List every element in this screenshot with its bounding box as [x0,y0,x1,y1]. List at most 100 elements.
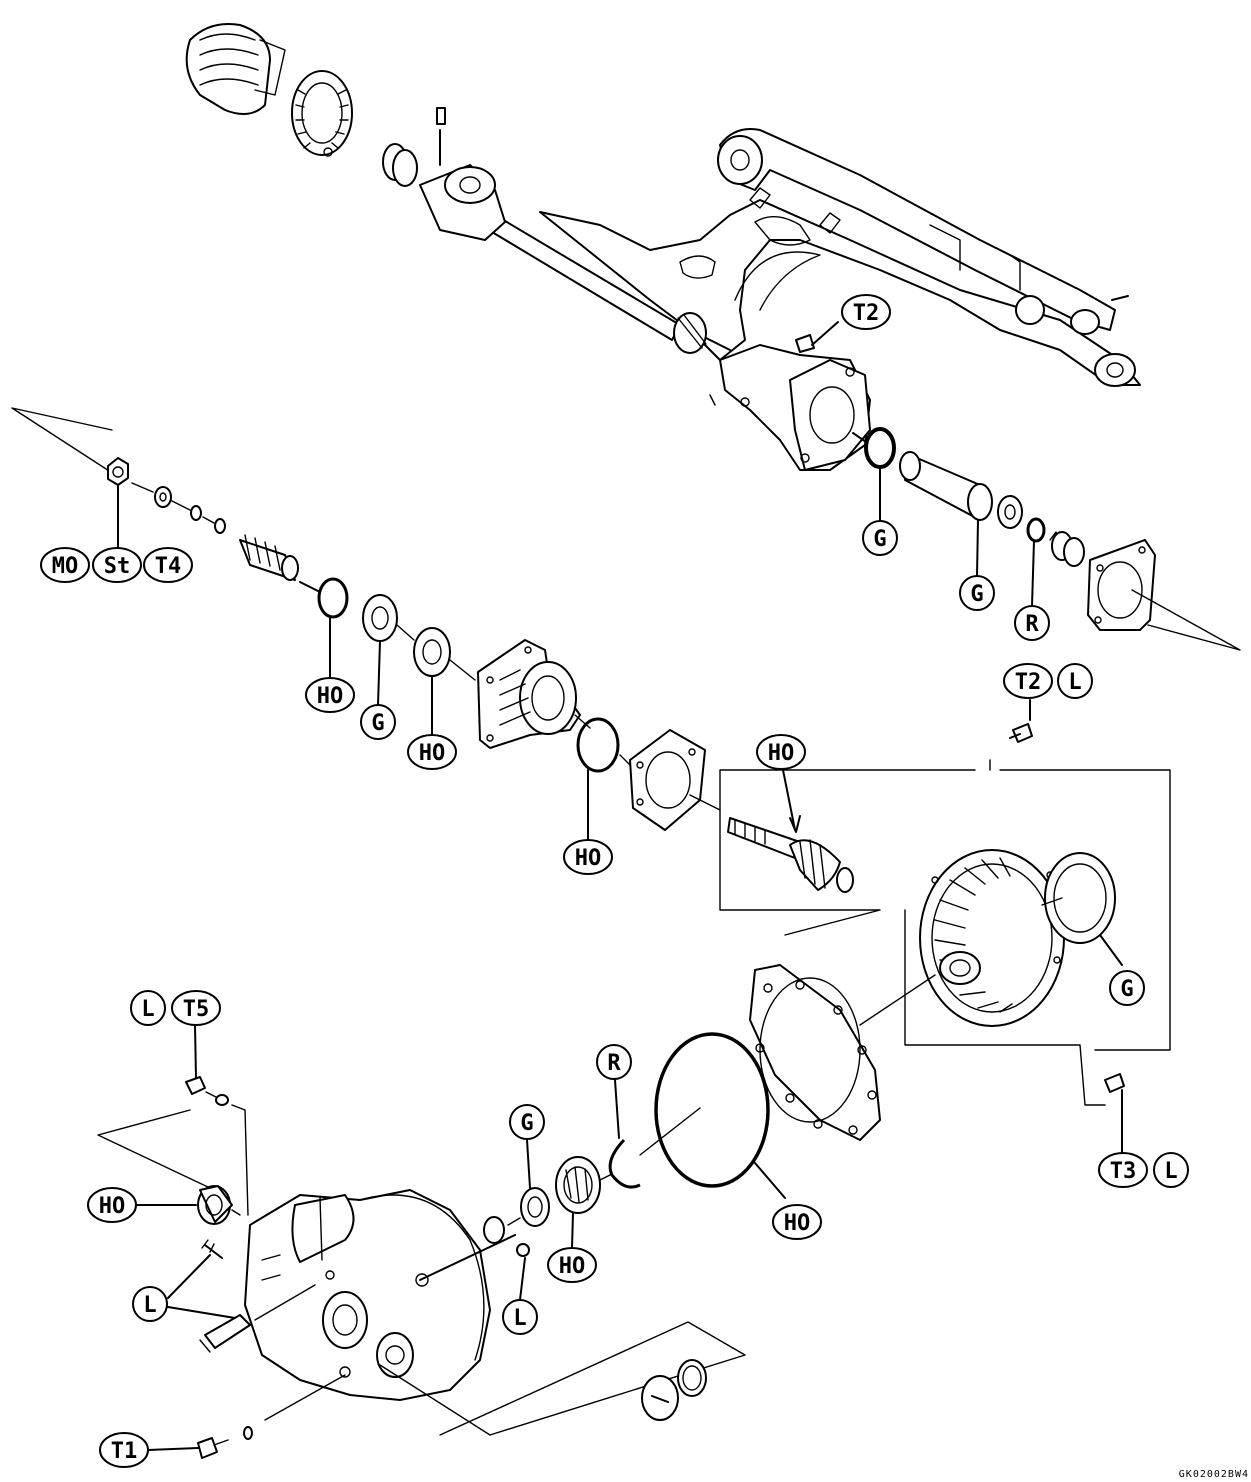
svg-text:HO: HO [419,741,446,766]
coupling-gear [239,534,299,581]
gasket-top [1087,539,1156,631]
svg-text:L: L [1068,670,1081,695]
label-g-sleeve: G [959,575,995,611]
leader-nut-left [11,407,121,479]
o-ring-ho-b [576,717,620,773]
leader-gasket-right [1131,589,1241,651]
leader-left-lines [97,1109,211,1189]
svg-text:HO: HO [575,846,602,871]
bushing-bottom [483,1216,505,1244]
svg-text:HO: HO [559,1254,586,1279]
oil-seal-a [362,594,398,706]
bearing-housing [477,639,581,749]
label-l-case: L [502,1299,538,1335]
swingarm [539,128,1141,471]
label-t4: T4 [143,547,193,583]
label-t5-left: T5 [171,990,221,1026]
svg-text:L: L [141,997,154,1022]
label-ho-oring-a: HO [305,677,355,713]
svg-text:T5: T5 [183,997,210,1022]
svg-text:HO: HO [784,1211,811,1236]
label-g-coupling: G [862,520,898,556]
circlip-top [1026,517,1046,543]
svg-text:G: G [1120,977,1133,1002]
label-l-bolt-bottom: L [1153,1152,1189,1188]
label-l-stud: L [132,1286,168,1322]
svg-text:T2: T2 [1015,670,1042,695]
label-l-left: L [130,990,166,1026]
dust-boot [185,23,286,115]
bolt-t2-l [1009,699,1033,743]
final-gear-case [244,1189,491,1401]
label-ho-needle: HO [547,1247,597,1283]
o-ring-coupling [864,427,896,469]
dowel-pin [516,1243,530,1257]
svg-text:G: G [371,711,384,736]
label-t2-top: T2 [841,294,891,330]
svg-text:L: L [513,1306,526,1331]
label-mo: MO [40,547,90,583]
svg-text:HO: HO [99,1194,126,1219]
label-ho-left: HO [87,1187,137,1223]
svg-text:HO: HO [768,741,795,766]
washer-stack [154,486,226,534]
ring-gear [919,849,1065,1027]
needle-bearing [555,1156,601,1249]
label-ho-bearing-a: HO [407,734,457,770]
bearing-a [413,627,451,736]
bolt-t2-top [795,321,839,353]
label-ho-oring-b: HO [563,839,613,875]
label-r-top: R [1014,605,1050,641]
label-st: St [92,547,142,583]
drive-shaft [419,107,731,354]
gasket-pinion [629,729,706,831]
nut [107,457,129,486]
o-ring-ho-a [317,577,349,619]
circlip-bottom [608,1138,641,1189]
label-t1-drain: T1 [99,1432,149,1468]
svg-text:R: R [1025,612,1039,637]
o-ring-big [654,1032,770,1188]
svg-text:R: R [607,1051,621,1076]
label-g-bottom: G [509,1104,545,1140]
svg-text:MO: MO [52,554,79,579]
bolt-t1-drain [147,1374,346,1459]
label-ho-pinion: HO [756,734,806,770]
leader-filler [379,1321,746,1436]
bushing-left [197,1185,233,1225]
svg-text:L: L [1164,1159,1177,1184]
coil-spring [1049,531,1085,567]
bolt-t3-l [1104,1073,1125,1161]
label-l-bolt-top: L [1057,663,1093,699]
sleeve [899,451,993,521]
svg-text:T2: T2 [853,301,880,326]
pinion-shaft [727,817,854,893]
svg-text:T1: T1 [111,1439,138,1464]
label-t3-bolt: T3 [1098,1152,1148,1188]
filler-plug [641,1359,707,1421]
svg-text:T4: T4 [155,554,182,579]
spring-ring [291,70,353,157]
stud-lower [199,1314,251,1353]
ring-seal [1044,852,1123,966]
label-t2-bolt: T2 [1003,663,1053,699]
spacer-washer [997,495,1023,529]
pinion-box-outline [719,769,976,936]
label-g-seal-a: G [360,704,396,740]
label-r-bottom: R [596,1044,632,1080]
cover-gasket [749,964,881,1141]
svg-text:G: G [520,1111,533,1136]
svg-text:HO: HO [317,684,344,709]
stud-upper [204,1244,223,1259]
label-ho-bigoring: HO [772,1204,822,1240]
svg-text:St: St [104,554,131,579]
bushing-top [382,143,418,187]
label-g-ringseal: G [1109,970,1145,1006]
drawing-code: GK02002BW4 [1178,1469,1249,1480]
svg-text:G: G [873,527,886,552]
svg-text:T3: T3 [1110,1159,1137,1184]
svg-text:G: G [970,582,983,607]
bolt-l-t5 [185,1024,229,1106]
svg-text:L: L [143,1293,156,1318]
